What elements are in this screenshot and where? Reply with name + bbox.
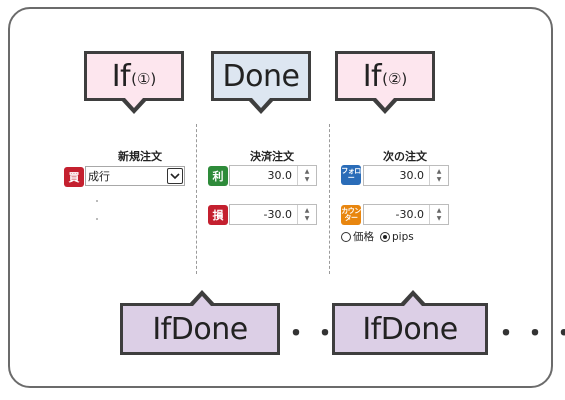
chevron-down-icon[interactable] xyxy=(167,168,183,184)
order-type-select[interactable]: 成行 xyxy=(85,166,185,186)
if1-sub-text: (①) xyxy=(131,70,157,88)
profit-value: 30.0 xyxy=(267,169,293,182)
ellipsis-2: ・・・ xyxy=(493,319,565,349)
loss-input[interactable]: -30.0 ▲▼ xyxy=(229,204,317,225)
if1-bubble: If(①) xyxy=(84,51,184,114)
order-type-value: 成行 xyxy=(88,170,110,183)
ifdone-1-text: IfDone xyxy=(152,311,248,347)
done-bubble: Done xyxy=(211,51,311,114)
if1-main-text: If xyxy=(111,58,131,94)
buy-icon: 買 xyxy=(64,167,84,187)
radio-pips-label: pips xyxy=(392,230,414,243)
profit-icon: 利 xyxy=(208,166,228,186)
follow-icon: フォロー xyxy=(341,165,361,185)
follow-value: 30.0 xyxy=(399,169,425,182)
follow-spinner[interactable]: ▲▼ xyxy=(429,166,448,185)
counter-icon: カウンター xyxy=(341,205,361,225)
counter-input[interactable]: -30.0 ▲▼ xyxy=(363,204,449,225)
ifdone-bubble-2: IfDone xyxy=(332,290,488,355)
new-order-title: 新規注文 xyxy=(118,150,162,163)
loss-value: -30.0 xyxy=(263,208,292,221)
follow-input[interactable]: 30.0 ▲▼ xyxy=(363,165,449,186)
profit-input[interactable]: 30.0 ▲▼ xyxy=(229,165,317,186)
counter-value: -30.0 xyxy=(395,208,424,221)
unit-radio-group: 価格 pips xyxy=(341,229,414,244)
loss-spinner[interactable]: ▲▼ xyxy=(297,205,316,224)
if2-sub-text: (②) xyxy=(382,70,408,88)
ifdone-bubble-1: IfDone xyxy=(120,290,280,355)
profit-spinner[interactable]: ▲▼ xyxy=(297,166,316,185)
settlement-order-title: 決済注文 xyxy=(250,150,294,163)
column-divider-1 xyxy=(196,124,197,274)
counter-spinner[interactable]: ▲▼ xyxy=(429,205,448,224)
done-main-text: Done xyxy=(222,58,300,94)
next-order-title: 次の注文 xyxy=(383,150,427,163)
column-divider-2 xyxy=(329,124,330,274)
loss-icon: 損 xyxy=(208,205,228,225)
ifdone-2-text: IfDone xyxy=(362,311,458,347)
if2-bubble: If(②) xyxy=(335,51,435,114)
radio-pips[interactable] xyxy=(380,231,390,242)
placeholder-dot xyxy=(96,218,98,220)
radio-price-label: 価格 xyxy=(353,231,374,243)
radio-price[interactable] xyxy=(341,231,351,242)
placeholder-dot xyxy=(96,200,98,202)
if2-main-text: If xyxy=(362,58,382,94)
